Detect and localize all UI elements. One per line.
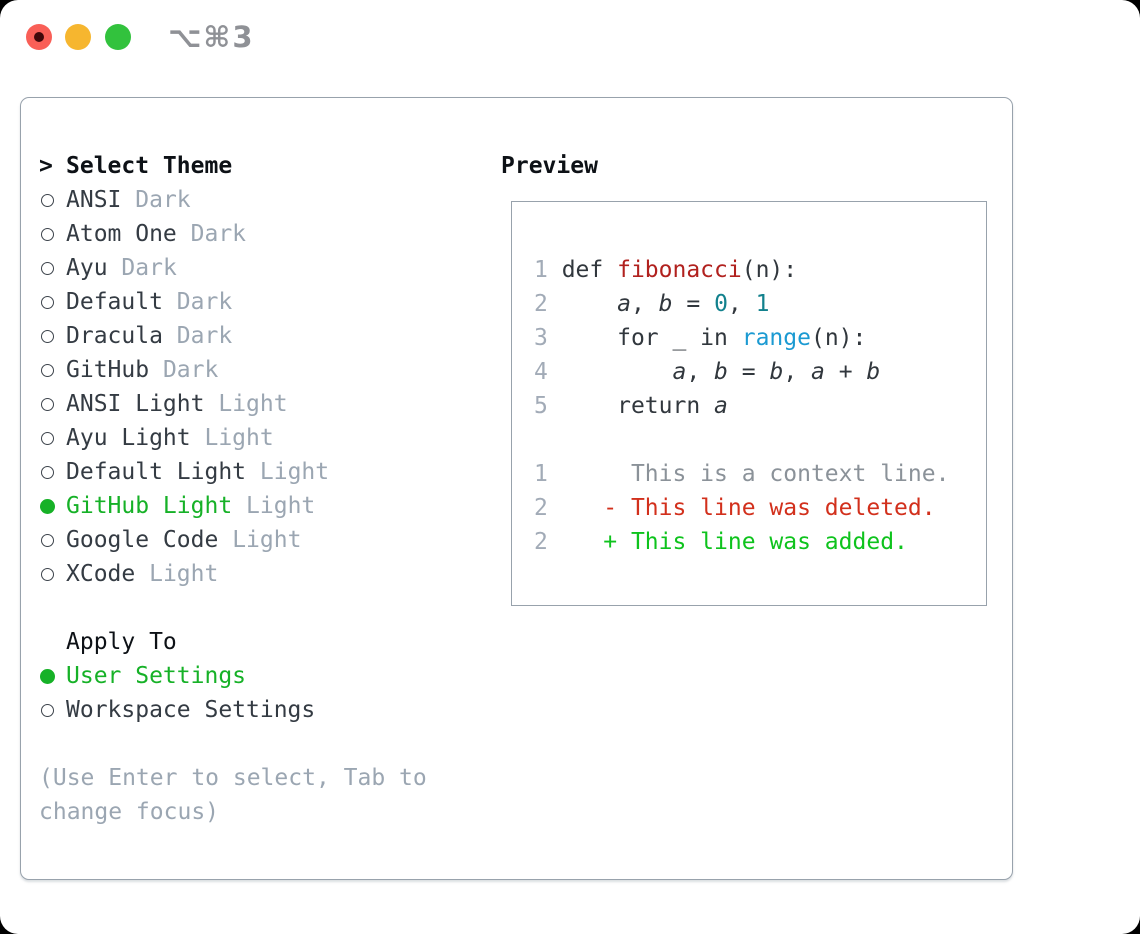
radio-icon xyxy=(41,703,54,717)
code-line xyxy=(534,423,986,457)
radio-selected-icon xyxy=(40,668,55,684)
variant-tag: Dark xyxy=(162,357,219,383)
option-label: Dracula Dark xyxy=(66,323,233,349)
code-line: 1 This is a context line. xyxy=(534,461,950,487)
theme-option-ansi-light[interactable]: ANSI Light Light xyxy=(39,387,329,421)
theme-option-ayu[interactable]: Ayu Dark xyxy=(39,251,329,285)
hint-text: (Use Enter to select, Tab to change focu… xyxy=(39,761,427,829)
theme-option-github[interactable]: GitHub Dark xyxy=(39,353,329,387)
apply-option-user-settings[interactable]: User Settings xyxy=(39,659,315,693)
option-label: ANSI Light Light xyxy=(66,391,288,417)
code-line: 3 for _ in range(n): xyxy=(534,325,867,351)
theme-option-google-code[interactable]: Google Code Light xyxy=(39,523,329,557)
radio-icon xyxy=(41,431,54,445)
radio-icon xyxy=(41,295,54,309)
theme-option-atom-one[interactable]: Atom One Dark xyxy=(39,217,329,251)
cursor-gt-icon: > xyxy=(39,153,53,179)
variant-tag: Light xyxy=(259,459,330,485)
option-label: Default Light Light xyxy=(66,459,330,485)
theme-option-dracula[interactable]: Dracula Dark xyxy=(39,319,329,353)
code-line: 2 a, b = 0, 1 xyxy=(534,291,770,317)
hint-line-1: (Use Enter to select, Tab to xyxy=(39,765,427,791)
option-label: GitHub Light Light xyxy=(66,493,316,519)
radio-icon xyxy=(41,567,54,581)
hint-line-2: change focus) xyxy=(39,799,220,825)
option-label: Ayu Dark xyxy=(66,255,177,281)
variant-tag: Dark xyxy=(176,289,233,315)
minimize-button[interactable] xyxy=(65,24,91,50)
code-line: 2 - This line was deleted. xyxy=(534,495,936,521)
apply-to-header: Apply To xyxy=(39,625,315,659)
radio-icon xyxy=(41,533,54,547)
variant-tag: Dark xyxy=(121,255,177,281)
theme-list-title: Select Theme xyxy=(66,153,233,179)
close-button[interactable] xyxy=(26,24,52,50)
option-label: Ayu Light Light xyxy=(66,425,274,451)
option-label: Default Dark xyxy=(66,289,233,315)
radio-icon xyxy=(41,261,54,275)
variant-tag: Dark xyxy=(190,221,247,247)
option-label: User Settings xyxy=(66,663,247,689)
variant-tag: Light xyxy=(246,493,316,519)
theme-option-github-light[interactable]: GitHub Light Light xyxy=(39,489,329,523)
preview-title: Preview xyxy=(501,153,598,179)
option-label: ANSI Dark xyxy=(66,187,191,213)
theme-option-ansi[interactable]: ANSI Dark xyxy=(39,183,329,217)
variant-tag: Dark xyxy=(135,187,191,213)
code-line: 1 def fibonacci(n): xyxy=(534,257,798,283)
theme-option-ayu-light[interactable]: Ayu Light Light xyxy=(39,421,329,455)
option-label: GitHub Dark xyxy=(66,357,219,383)
code-line: 2 + This line was added. xyxy=(534,529,908,555)
theme-list-header: > Select Theme xyxy=(39,149,329,183)
radio-icon xyxy=(41,193,54,207)
option-label: Atom One Dark xyxy=(66,221,247,247)
radio-selected-icon xyxy=(40,498,55,514)
code-line: 5 return a xyxy=(534,393,728,419)
variant-tag: Light xyxy=(149,561,219,587)
variant-tag: Dark xyxy=(176,323,233,349)
preview-code-box: 1 def fibonacci(n): 2 a, b = 0, 1 3 for _ … xyxy=(511,201,987,606)
cursor-marker: > xyxy=(39,153,66,179)
apply-to-title: Apply To xyxy=(66,629,177,655)
radio-icon xyxy=(41,465,54,479)
radio-icon xyxy=(41,363,54,377)
variant-tag: Light xyxy=(218,391,288,417)
radio-icon xyxy=(41,227,54,241)
window-shortcut-label: ⌥⌘3 xyxy=(168,20,255,54)
option-label: XCode Light xyxy=(66,561,219,587)
theme-option-default-light[interactable]: Default Light Light xyxy=(39,455,329,489)
radio-icon xyxy=(41,329,54,343)
radio-icon xyxy=(41,397,54,411)
option-label: Workspace Settings xyxy=(66,697,316,723)
variant-tag: Light xyxy=(204,425,274,451)
theme-option-default[interactable]: Default Dark xyxy=(39,285,329,319)
theme-option-xcode[interactable]: XCode Light xyxy=(39,557,329,591)
titlebar: ⌥⌘3 xyxy=(0,0,1140,72)
apply-option-workspace-settings[interactable]: Workspace Settings xyxy=(39,693,315,727)
option-label: Google Code Light xyxy=(66,527,302,553)
code-line: 4 a, b = b, a + b xyxy=(534,359,881,385)
zoom-button[interactable] xyxy=(105,24,131,50)
variant-tag: Light xyxy=(232,527,302,553)
